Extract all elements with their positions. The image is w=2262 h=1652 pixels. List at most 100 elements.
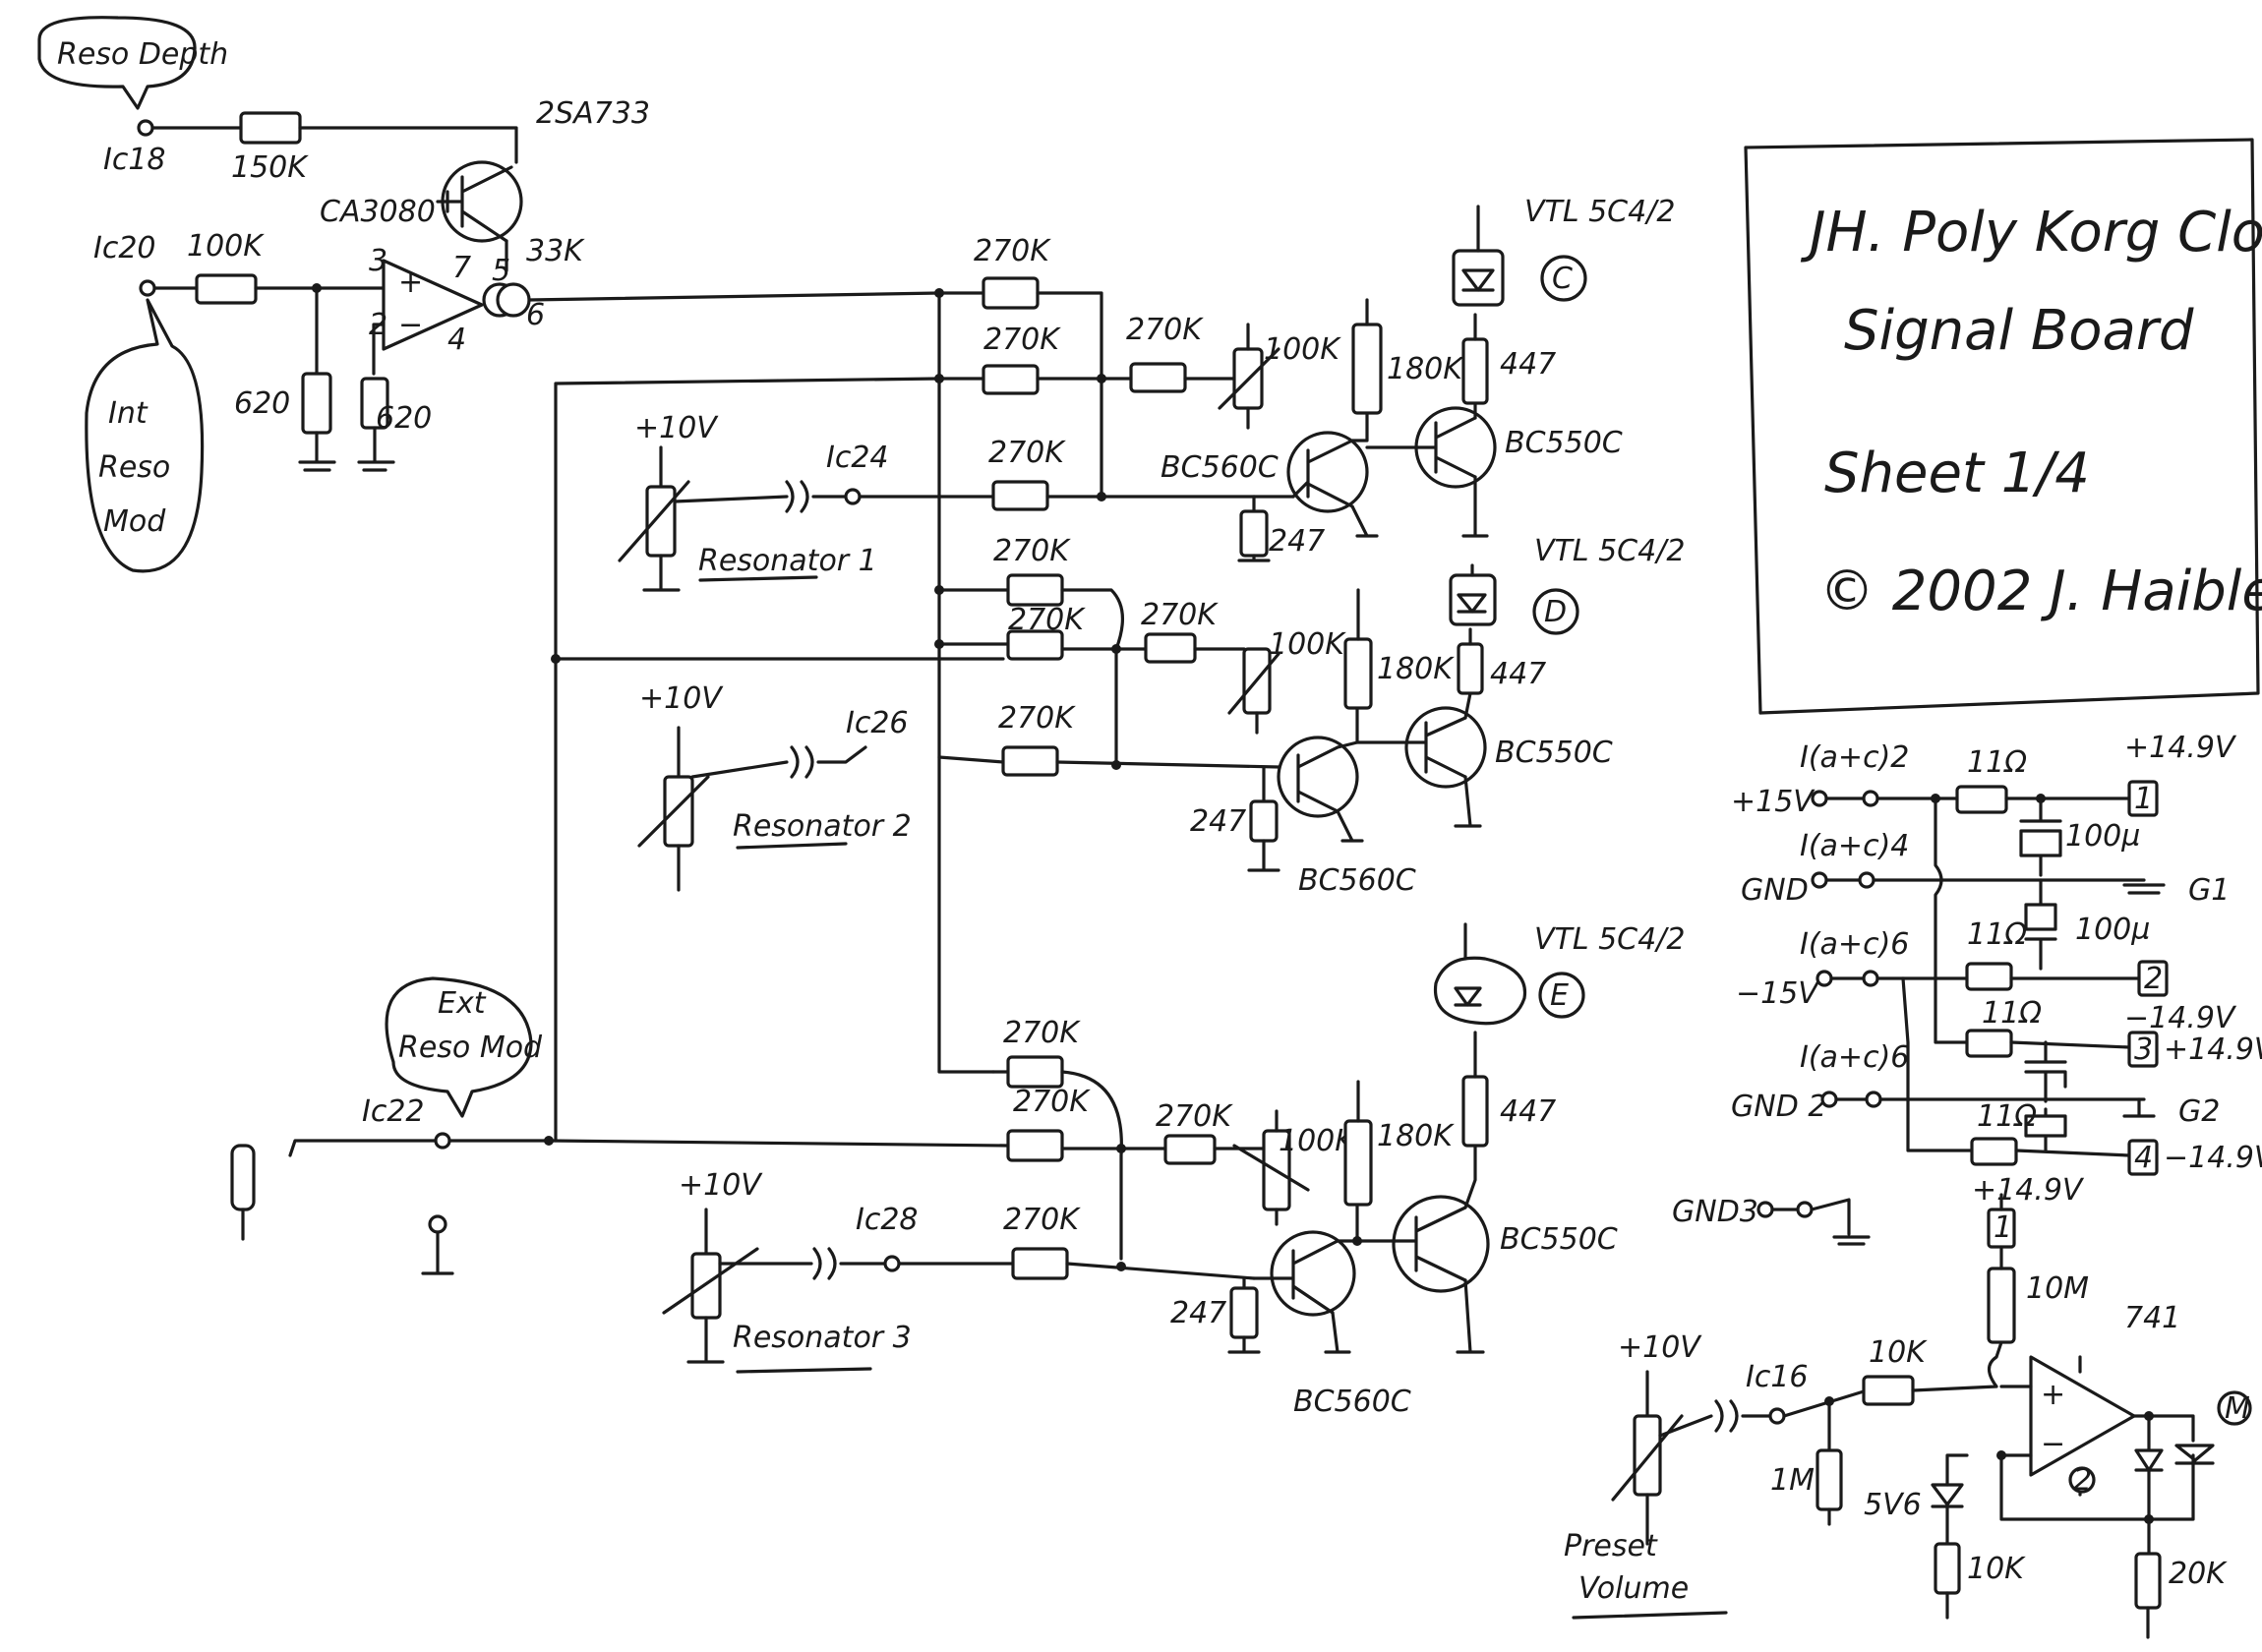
resonator-2: 270K 270K 270K 100K +10V Ic26 Resonator … [637, 534, 1685, 898]
title-line-3: Sheet 1/4 [1824, 442, 2090, 505]
pwr-r11-4-label: 11Ω [1977, 1099, 2037, 1134]
pin3-label: 3 [369, 244, 387, 278]
res3-vtl-node-label: E [1550, 978, 1569, 1013]
ota-minus: − [398, 308, 423, 342]
int-label: Int [108, 396, 149, 431]
pwr-out-3: +14.9V [2164, 1032, 2262, 1067]
res1-r447-label: 447 [1500, 347, 1556, 382]
res1-r-mid [982, 364, 1040, 395]
res3-ic-label: Ic28 [856, 1203, 919, 1237]
reso-label: Reso [98, 450, 170, 485]
resonator-3: 270K 270K 270K 100K +10V Ic28 Resonator … [662, 922, 1685, 1419]
res2-r247-label: 247 [1190, 804, 1246, 839]
vol-r10k-b [1934, 1542, 1961, 1595]
res2-r247 [1249, 799, 1279, 843]
vol-opamp-plus: + [2041, 1378, 2065, 1412]
res1-r247-label: 247 [1269, 524, 1325, 559]
res3-r-top [1006, 1055, 1064, 1089]
res1-r247 [1239, 509, 1269, 558]
signal-buses [544, 288, 1010, 1148]
res3-r-in [1011, 1247, 1069, 1280]
resistor-100k-input [195, 273, 258, 305]
res1-pot-label: 100K [1264, 332, 1341, 367]
pin2-label: 2 [369, 308, 387, 342]
pwr-out-4: −14.9V [2164, 1141, 2262, 1175]
res3-r180k-label: 180K [1377, 1119, 1455, 1153]
r620a-label: 620 [234, 386, 290, 421]
res1-vtl-node [1540, 255, 1587, 302]
res3-ic-terminal [883, 1255, 901, 1272]
res2-r-series-label: 270K [1141, 598, 1219, 632]
res2-vtl-node-label: D [1544, 595, 1567, 629]
res3-name-label: Resonator 3 [733, 1321, 912, 1355]
pwr-out-1: +14.9V [2124, 731, 2237, 765]
vol-r20k-label: 20K [2169, 1557, 2228, 1591]
res3-r-mid [1006, 1129, 1064, 1162]
ic22-label: Ic22 [362, 1094, 425, 1129]
res1-name-label: Resonator 1 [698, 544, 877, 578]
res1-r-series-label: 270K [1126, 313, 1204, 347]
pwr-gnd2: GND 2 [1731, 1090, 1826, 1124]
pwr-c100-1: 100µ [2065, 819, 2140, 854]
res2-pnp-label: BC560C [1298, 863, 1416, 898]
res1-r-mid-label: 270K [983, 323, 1061, 357]
res3-pnp [1270, 1230, 1356, 1317]
res3-r447-label: 447 [1500, 1094, 1556, 1129]
res2-r-top [1006, 573, 1064, 607]
power-section: I(a+c)2 +15V 11Ω 1 +14.9V 100µ I(a+c)4 G… [1672, 731, 2262, 1246]
res1-r180k [1351, 323, 1383, 415]
pwr-pin-1-label: 1 [2134, 782, 2153, 816]
res1-ic-terminal [844, 488, 862, 505]
res2-r-mid-label: 270K [1008, 603, 1086, 637]
ext-jack-pin [428, 1214, 447, 1234]
res1-vtl-label: VTL 5C4/2 [1524, 195, 1675, 229]
pwr-pin-3 [2127, 1031, 2159, 1068]
pwr-i-gnd2: I(a+c)6 [1800, 1040, 1909, 1075]
vol-r20k [2134, 1552, 2162, 1610]
res3-plus10v: +10V [679, 1168, 763, 1203]
pin4-label: 4 [447, 323, 466, 357]
pwr-i-mid: I(a+c)4 [1800, 829, 1909, 863]
res2-r-in [1001, 745, 1059, 777]
res1-vtl [1452, 249, 1505, 307]
title-block: JH. Poly Korg Clone Signal Board Sheet 1… [1744, 138, 2262, 715]
res3-r-series-label: 270K [1156, 1099, 1233, 1134]
res1-r-in [991, 480, 1049, 511]
vol-volume-label: Volume [1578, 1571, 1689, 1606]
res3-npn-label: BC550C [1500, 1222, 1618, 1257]
pwr-pin-4-label: 4 [2134, 1141, 2153, 1175]
volume-section: +10V Ic16 1M 10K 10M 1 +14.9V + − 741 2 [1564, 1173, 2252, 1639]
reso-depth-label: Reso Depth [57, 37, 228, 72]
pwr-pin-4 [2127, 1139, 2159, 1176]
ic20-label: Ic20 [93, 231, 156, 266]
pwr-r11-2-label: 11Ω [1967, 917, 2027, 952]
pwr-r11-2 [1965, 962, 2013, 991]
res2-npn [1404, 706, 1487, 789]
pwr-out-2: −14.9V [2124, 1001, 2237, 1035]
res1-r-top [982, 276, 1040, 310]
res2-pot-label: 100K [1269, 627, 1346, 662]
res3-npn [1392, 1195, 1490, 1293]
res2-r-top-label: 270K [993, 534, 1071, 568]
title-line-1: JH. Poly Korg Clone [1800, 201, 2262, 265]
vol-plus10v: +10V [1618, 1330, 1702, 1365]
pwr-r11-1-label: 11Ω [1967, 745, 2027, 780]
res1-input-pot [645, 485, 677, 558]
res1-r447 [1461, 337, 1489, 405]
res2-npn-label: BC550C [1495, 736, 1613, 770]
res2-vtl-label: VTL 5C4/2 [1534, 534, 1685, 568]
ic16-terminal [1768, 1407, 1786, 1425]
ic20-terminal [139, 279, 156, 297]
res2-plus10v: +10V [639, 681, 724, 716]
ic22-terminal [434, 1132, 451, 1150]
pwr-gnd: GND [1741, 873, 1809, 908]
pwr-gnd3: GND3 [1672, 1195, 1758, 1229]
res1-pnp-label: BC560C [1161, 450, 1279, 485]
r33k-label: 33K [526, 234, 585, 268]
res2-ic-label: Ic26 [846, 706, 909, 740]
res3-r-mid-label: 270K [1013, 1085, 1091, 1119]
vol-node-m-label: M [2225, 1391, 2250, 1426]
pwr-r11-3 [1965, 1029, 2013, 1058]
pwr-pin-2 [2137, 960, 2169, 997]
